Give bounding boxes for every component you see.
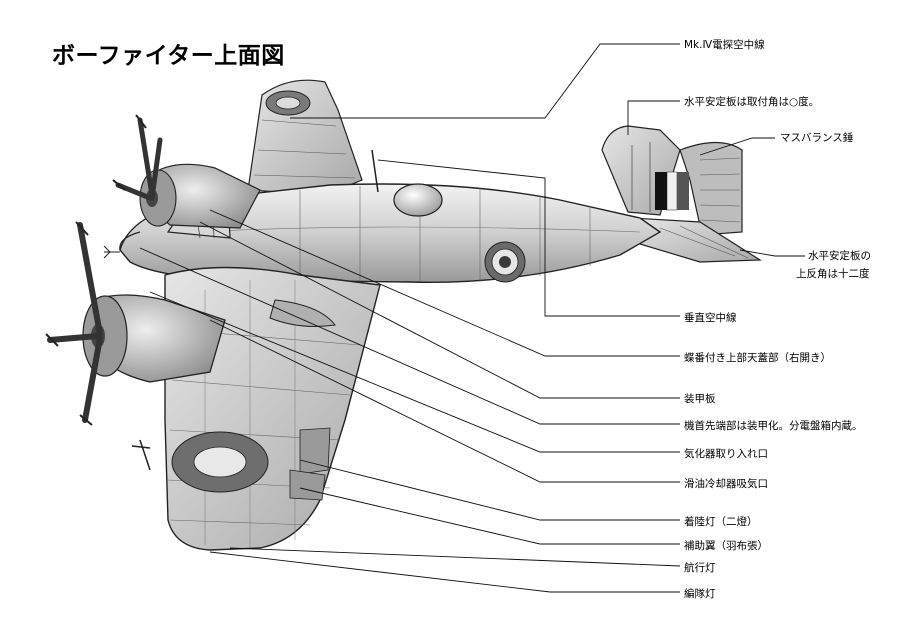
lower-wing bbox=[164, 266, 381, 551]
callout-aileron: 補助翼（羽布張） bbox=[684, 540, 768, 552]
callout-landing-lights: 着陸灯（二燈） bbox=[684, 516, 758, 528]
leader-lines bbox=[139, 43, 805, 593]
callout-navigation-light: 航行灯 bbox=[684, 562, 716, 574]
callout-vertical-antenna: 垂直空中線 bbox=[684, 312, 737, 324]
callout-armor-plate: 装甲板 bbox=[684, 393, 716, 405]
callout-nose-armor: 機首先端部は装甲化。分電盤箱内蔵。 bbox=[684, 420, 863, 432]
page-title: ボーファイター上面図 bbox=[52, 43, 285, 69]
upper-wing bbox=[247, 79, 363, 196]
tail-unit bbox=[601, 125, 762, 263]
far-engine bbox=[112, 114, 261, 229]
callout-tailplane-incidence: 水平安定板は取付角は○度。 bbox=[684, 96, 820, 108]
callout-mass-balance: マスバランス錘 bbox=[780, 132, 854, 144]
fuselage bbox=[103, 149, 662, 283]
callout-dihedral-line1: 水平安定板の bbox=[808, 250, 871, 262]
callout-carburetor-intake: 気化器取り入れ口 bbox=[684, 448, 768, 460]
callout-oil-cooler-intake: 滑油冷却器吸気口 bbox=[684, 478, 768, 490]
near-engine bbox=[45, 221, 226, 471]
callout-formation-light: 編隊灯 bbox=[684, 588, 716, 600]
callout-dihedral-line2: 上反角は十二度 bbox=[796, 268, 870, 280]
callout-hinged-canopy: 蝶番付き上部天蓋部（右開き） bbox=[684, 352, 831, 364]
callout-radar-antenna: Mk.Ⅳ電探空中線 bbox=[684, 39, 765, 51]
